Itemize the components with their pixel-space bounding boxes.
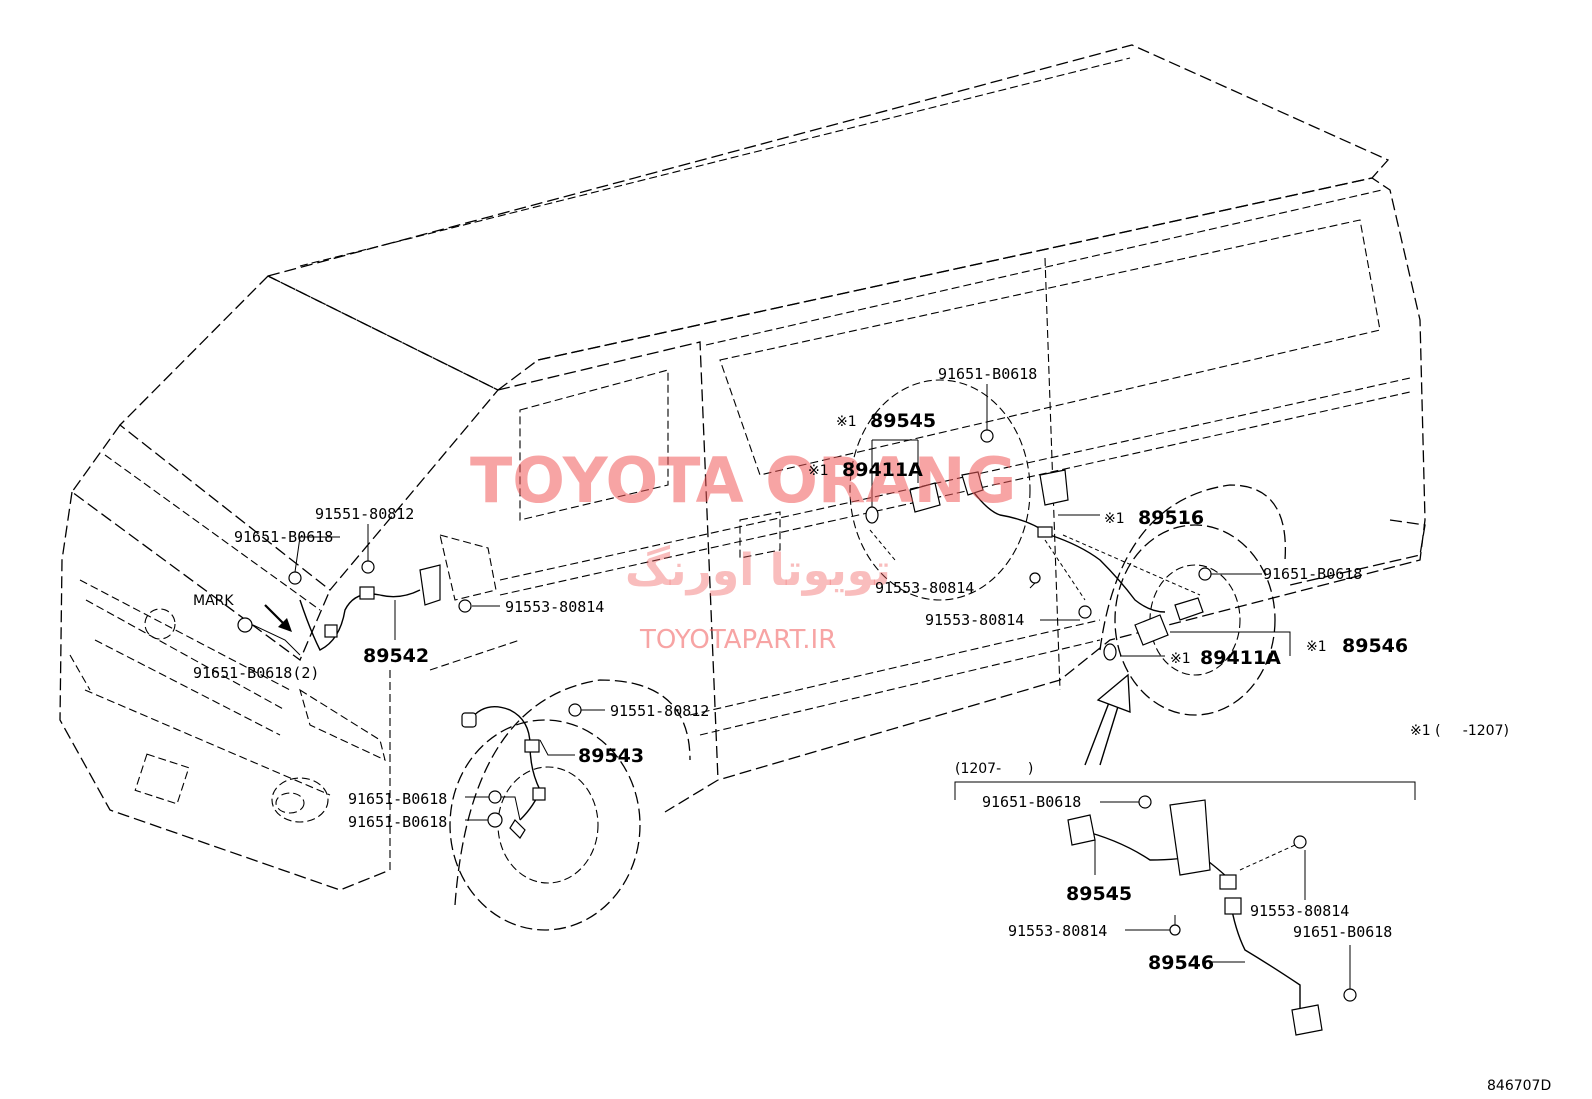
label-inset-89545: 89545 [1066, 883, 1132, 905]
label-91651-b0618-a: 91651-B0618 [234, 528, 333, 546]
mark-arrow-head [278, 618, 292, 632]
label-89545: 89545 [870, 410, 936, 432]
label-inset-89546: 89546 [1148, 952, 1214, 974]
label-mark: MARK [193, 593, 234, 609]
label-91551-80812-b: 91551-80812 [610, 702, 709, 720]
ref-89516: ※1 [1104, 511, 1125, 527]
label-91553-80814-a: 91553-80814 [505, 598, 604, 616]
ref-89545: ※1 [836, 414, 857, 430]
watermark-persian: تویوتا اورنگ [625, 545, 891, 596]
label-91651-b0618-c: 91651-B0618 [348, 813, 447, 831]
label-89542: 89542 [363, 645, 429, 667]
label-89516: 89516 [1138, 507, 1204, 529]
label-91553-80814-b: 91553-80814 [875, 579, 974, 597]
label-91651-b0618-e: 91651-B0618 [1263, 565, 1362, 583]
label-89411a-2: 89411A [1200, 647, 1281, 669]
label-91651-b0618-x2: 91651-B0618(2) [193, 664, 319, 682]
label-91551-80812-a: 91551-80812 [315, 505, 414, 523]
watermark-brand: TOYOTA ORANG [470, 444, 1016, 517]
label-inset-91651-b0618-a: 91651-B0618 [982, 793, 1081, 811]
footnote-range: ※1 ( -1207) [1410, 723, 1509, 739]
ref-89411a: ※1 [808, 463, 829, 479]
inset-range: (1207- ) [955, 761, 1033, 777]
label-89546: 89546 [1342, 635, 1408, 657]
front-left-sensor-assembly [237, 524, 500, 656]
ref-89411a-2: ※1 [1170, 651, 1191, 667]
label-inset-91651-b0618-b: 91651-B0618 [1293, 923, 1392, 941]
rear-sensor-assembly [865, 384, 1291, 766]
label-91553-80814-c: 91553-80814 [925, 611, 1024, 629]
inset-assembly [1067, 795, 1357, 1036]
label-inset-91553-80814-b: 91553-80814 [1250, 902, 1349, 920]
label-inset-91553-80814-a: 91553-80814 [1008, 922, 1107, 940]
front-right-sensor-assembly [461, 703, 605, 839]
label-89543: 89543 [578, 745, 644, 767]
diagram-code: 846707D [1487, 1078, 1551, 1094]
label-91651-b0618-b: 91651-B0618 [348, 790, 447, 808]
watermark-url: TOYOTAPART.IR [639, 625, 836, 655]
label-89411a: 89411A [842, 459, 923, 481]
ref-89546: ※1 [1306, 639, 1327, 655]
label-91651-b0618-d: 91651-B0618 [938, 365, 1037, 383]
inset-bracket [954, 781, 1416, 800]
